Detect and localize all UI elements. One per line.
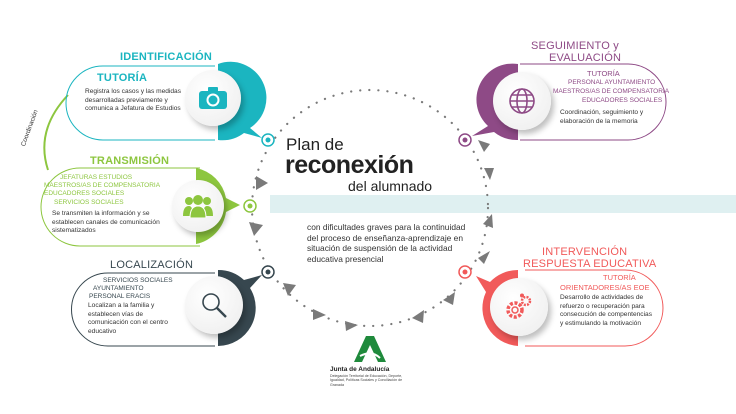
stage-agent: EDUCADORES SOCIALES: [44, 190, 125, 197]
stage-text: Coordinación, seguimiento y elaboración …: [560, 109, 644, 125]
stage-text: Se transmiten la información y se establ…: [52, 210, 160, 235]
logo-name: Junta de Andalucía: [330, 366, 390, 373]
stage-agent: MAESTROS/AS DE COMPENSATORIA: [44, 182, 161, 189]
coordination-arc: [43, 94, 69, 171]
stage-text: Registra los casos y las medidas desarro…: [85, 88, 182, 113]
stage-text: Localizan a la familia y establecen vías…: [88, 302, 168, 335]
arrow-icon: [313, 309, 326, 320]
group-icon: [172, 180, 224, 232]
gears-icon: [490, 278, 548, 336]
stage-agent: TUTORÍA: [603, 273, 636, 282]
stage-title: EVALUACIÓN: [549, 52, 622, 64]
title-line1: Plan de: [286, 135, 344, 154]
arrow-icon: [483, 214, 493, 228]
camera-icon: [185, 70, 241, 126]
stage-agent: PERSONAL AYUNTAMIENTO: [568, 79, 656, 86]
stage-title: IDENTIFICACIÓN: [120, 51, 213, 63]
description: con dificultades graves para la continui…: [307, 222, 466, 264]
arrow-icon: [256, 176, 268, 190]
stage-agent: EDUCADORES SOCIALES: [582, 97, 663, 104]
stage-agent: TUTORÍA: [97, 72, 148, 84]
cycle-arrows: [249, 140, 494, 331]
stage-title: INTERVENCIÓN: [542, 246, 628, 258]
arrow-icon: [478, 251, 490, 264]
arrow-icon: [283, 283, 296, 296]
stage-title: RESPUESTA EDUCATIVA: [523, 258, 657, 270]
arrow-icon: [345, 321, 358, 331]
title-line2: reconexión: [285, 151, 414, 179]
arrow-icon: [484, 168, 494, 180]
stage-agent: SERVICIOS SOCIALES: [103, 277, 173, 284]
stage-agent: AYUNTAMIENTO: [93, 285, 144, 292]
stage-title: SEGUIMIENTO y: [531, 40, 619, 52]
magnifier-icon: [185, 276, 243, 334]
arrow-icon: [443, 292, 455, 305]
stage-title: TRANSMISIÓN: [90, 155, 170, 167]
stage-agent: MAESTROS/AS DE COMPENSATORIA: [553, 88, 670, 95]
stage-agent: SERVICIOS SOCIALES: [54, 199, 124, 206]
arrow-icon: [249, 222, 263, 236]
stage-agent: PERSONAL ERACIS: [89, 293, 151, 300]
title-band: [270, 195, 736, 213]
title-line3: del alumnado: [348, 178, 433, 194]
stage-agent: TUTORÍA: [587, 69, 620, 78]
arrow-icon: [478, 140, 490, 152]
arrow-icon: [412, 310, 424, 323]
stage-agent: JEFATURAS ESTUDIOS: [60, 174, 133, 181]
cycle-dotted-path: [250, 88, 490, 328]
stage-text: Desarrollo de actividades de refuerzo o …: [560, 294, 653, 327]
logo-subtitle: Delegación Territorial de Educación, Dep…: [330, 374, 403, 387]
stage-agent: ORIENTADORES/AS EOE: [560, 283, 650, 292]
junta-andalucia-logo: [354, 336, 386, 362]
stage-title: LOCALIZACIÓN: [110, 259, 194, 271]
globe-icon: [493, 72, 551, 130]
